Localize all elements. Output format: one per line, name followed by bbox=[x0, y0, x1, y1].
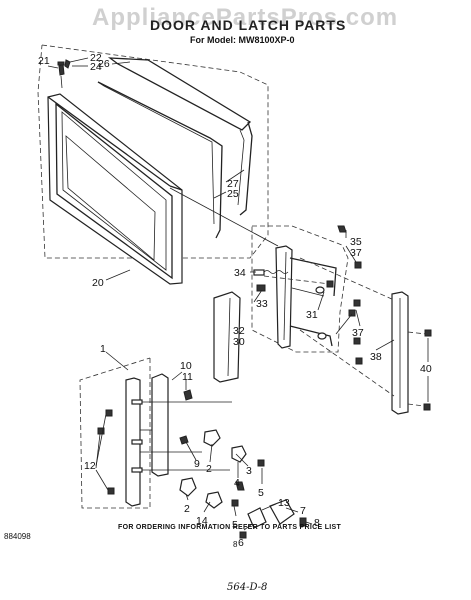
door-handle-trim bbox=[213, 291, 241, 383]
callout-5-upper: 5 bbox=[258, 487, 264, 499]
callout-27: 27 bbox=[227, 178, 239, 190]
side-strip bbox=[391, 291, 409, 415]
callout-4: 4 bbox=[234, 477, 240, 489]
callout-24: 24 bbox=[90, 61, 102, 73]
callout-2-upper: 2 bbox=[206, 463, 212, 475]
callout-37-bottom: 37 bbox=[352, 327, 364, 339]
door-choke-frame bbox=[97, 57, 253, 239]
hinge-group-outline bbox=[251, 225, 349, 353]
callout-11: 11 bbox=[182, 371, 193, 383]
callout-21: 21 bbox=[38, 55, 50, 67]
callout-3: 3 bbox=[246, 465, 252, 477]
callout-22: 22 bbox=[90, 52, 102, 64]
latch-small-parts bbox=[179, 389, 307, 539]
model-subtitle: For Model: MW8100XP-0 bbox=[190, 35, 295, 45]
latch-spring bbox=[253, 269, 289, 292]
callout-10: 10 bbox=[180, 360, 192, 372]
callout-1: 1 bbox=[100, 343, 106, 355]
hinge-connectors bbox=[263, 257, 427, 407]
page-number: 8 bbox=[233, 540, 238, 549]
callout-12: 12 bbox=[84, 460, 96, 472]
callout-9: 9 bbox=[194, 458, 200, 470]
callout-8: 8 bbox=[314, 517, 320, 529]
callout-34: 34 bbox=[234, 267, 246, 279]
callout-6: 6 bbox=[238, 537, 244, 549]
callout-7: 7 bbox=[300, 505, 306, 517]
door-panel bbox=[47, 93, 183, 285]
callout-30: 30 bbox=[233, 336, 245, 348]
callout-33: 33 bbox=[256, 298, 268, 310]
callout-37-top: 37 bbox=[350, 247, 362, 259]
diagram-title: DOOR AND LATCH PARTS bbox=[150, 17, 347, 33]
callout-14: 14 bbox=[196, 515, 208, 527]
callout-numbers: 21 22 24 26 27 25 20 35 37 34 33 31 32 3… bbox=[38, 52, 432, 549]
watermark: AppliancePartsPros.com bbox=[92, 4, 399, 31]
latch-side-screws bbox=[97, 409, 115, 495]
callout-25: 25 bbox=[227, 188, 239, 200]
hinge-leader-lines bbox=[250, 230, 429, 402]
door-group-outline bbox=[37, 44, 269, 259]
callout-38: 38 bbox=[370, 351, 382, 363]
hinge-plate bbox=[275, 245, 337, 349]
callout-40: 40 bbox=[420, 363, 432, 375]
callout-35: 35 bbox=[350, 236, 362, 248]
door-leader-lines bbox=[47, 57, 245, 281]
callout-26: 26 bbox=[98, 58, 110, 70]
latch-leader-lines bbox=[95, 351, 313, 531]
document-number: 884098 bbox=[4, 532, 31, 541]
callout-31: 31 bbox=[306, 309, 318, 321]
ordering-note: FOR ORDERING INFORMATION REFER TO PARTS … bbox=[118, 524, 342, 531]
door-to-hinge-line bbox=[169, 187, 279, 247]
latch-group-outline bbox=[79, 357, 151, 509]
door-top-screws bbox=[57, 59, 71, 89]
handwritten-note: 564-D-8 bbox=[227, 582, 268, 593]
callout-13: 13 bbox=[278, 497, 290, 509]
callout-32: 32 bbox=[233, 325, 245, 337]
callout-2-lower: 2 bbox=[184, 503, 190, 515]
latch-assembly bbox=[125, 373, 232, 507]
callout-20: 20 bbox=[92, 277, 104, 289]
callout-5-lower: 5 bbox=[232, 519, 238, 531]
